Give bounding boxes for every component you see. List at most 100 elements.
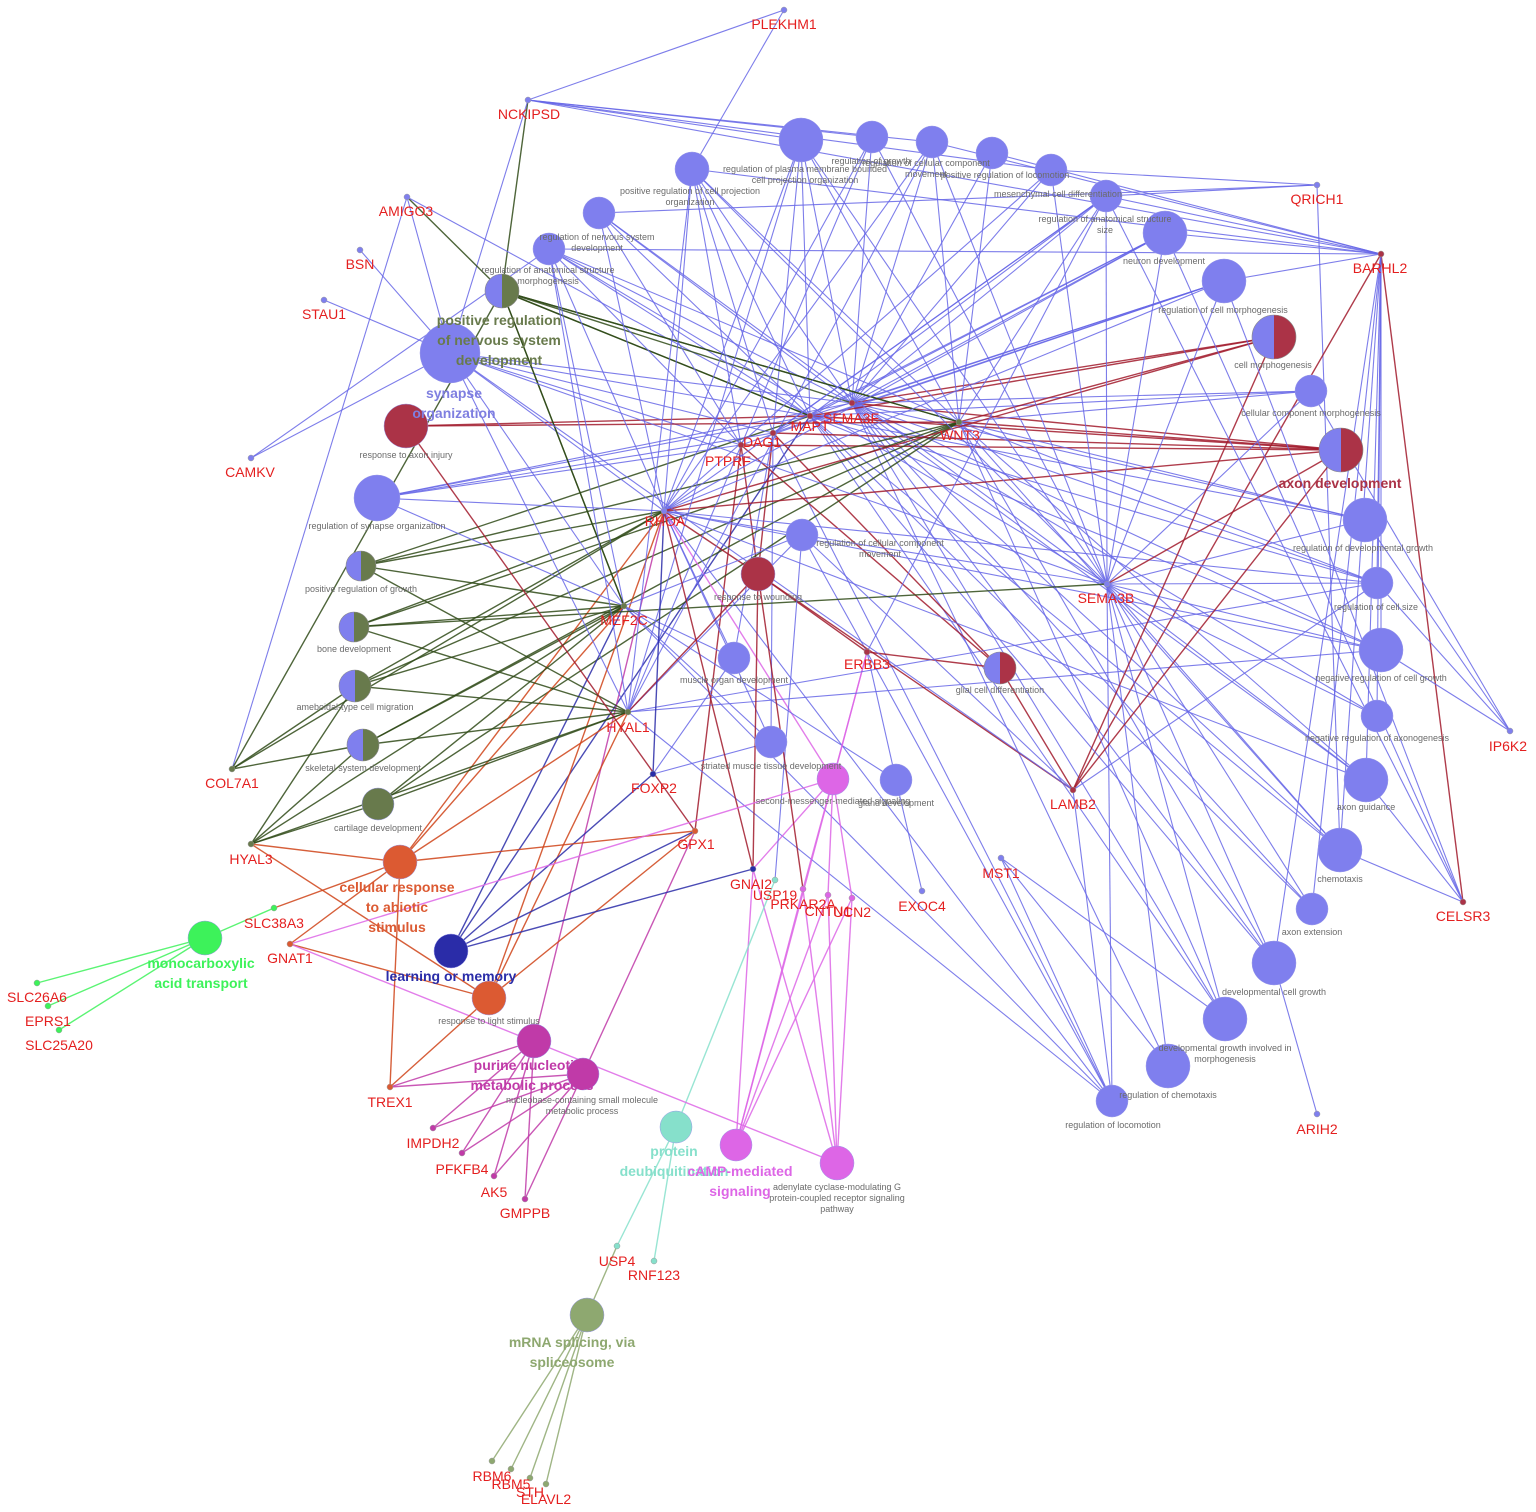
gene-node-rnf123[interactable] [650, 1257, 658, 1265]
term-node-gland-development[interactable] [879, 763, 913, 797]
term-node-nucleobase-containing-small-molecule-metabolic-process[interactable] [566, 1057, 600, 1091]
term-node-striated-muscle-tissue-development[interactable] [754, 725, 788, 759]
term-node-axon-development[interactable] [1318, 427, 1364, 473]
gene-node-gnat1[interactable] [286, 940, 294, 948]
term-node-bone-development[interactable] [338, 611, 370, 643]
gene-node-ucn2[interactable] [848, 894, 856, 902]
gene-node-usp4[interactable] [613, 1242, 621, 1250]
term-node-regulation-of-synapse-organization[interactable] [353, 474, 401, 522]
term-node-protein-deubiquitination[interactable] [659, 1110, 693, 1144]
gene-node-rbm5[interactable] [507, 1465, 515, 1473]
gene-node-nckipsd[interactable] [524, 96, 532, 104]
term-node-positive-regulation-of-growth[interactable] [345, 550, 377, 582]
gene-node-foxp2[interactable] [649, 770, 657, 778]
gene-node-erbb3[interactable] [863, 648, 871, 656]
term-node-cartilage-development[interactable] [361, 787, 395, 821]
term-node-regulation-of-plasma-membrane-bounded-cell-projection-organization[interactable] [674, 151, 710, 187]
term-node-mrna-splicing-via-spliceosome[interactable] [569, 1297, 605, 1333]
gene-node-impdh2[interactable] [429, 1124, 437, 1132]
gene-node-wnt3[interactable] [955, 418, 963, 426]
term-node-positive-regulation-of-nervous-system-development[interactable] [484, 273, 520, 309]
gene-node-eprs1[interactable] [44, 1002, 52, 1010]
gene-node-celsr3[interactable] [1459, 898, 1467, 906]
gene-node-sema3f[interactable] [848, 399, 856, 407]
term-node-axon-guidance[interactable] [1343, 757, 1389, 803]
gene-node-slc38a3[interactable] [270, 904, 278, 912]
gene-node-lamb2[interactable] [1069, 786, 1077, 794]
gene-node-rhoa[interactable] [660, 507, 668, 515]
term-node-ameboidal-type-cell-migration[interactable] [338, 669, 372, 703]
gene-node-pfkfb4[interactable] [458, 1149, 466, 1157]
gene-node-usp19[interactable] [771, 876, 779, 884]
term-node-mesenchymal-cell-differentiation[interactable] [975, 136, 1009, 170]
term-node-developmental-growth-involved-in-morphogenesis[interactable] [1202, 996, 1248, 1042]
term-node-axon-extension[interactable] [1295, 892, 1329, 926]
term-node-positive-regulation-of-cell-projection-organization[interactable] [582, 196, 616, 230]
gene-node-arih2[interactable] [1313, 1110, 1321, 1118]
term-node-cellular-component-morphogenesis[interactable] [1251, 314, 1297, 360]
term-node-regulation-of-cell-size[interactable] [1360, 566, 1394, 600]
term-node-regulation-of-nervous-system-development[interactable] [532, 232, 566, 266]
term-node-cellular-response-to-abiotic-stimulus[interactable] [382, 844, 418, 880]
term-node-negative-regulation-of-cell-growth[interactable] [1358, 627, 1404, 673]
gene-node-rbm6[interactable] [488, 1457, 496, 1465]
gene-node-mapt[interactable] [806, 412, 814, 420]
gene-node-prkar2a[interactable] [799, 885, 807, 893]
term-node-second-messenger-mediated-signaling[interactable] [816, 762, 850, 796]
gene-node-barhl2[interactable] [1377, 250, 1385, 258]
term-node-regulation-of-locomotion[interactable] [1095, 1084, 1129, 1118]
gene-node-col7a1[interactable] [228, 765, 236, 773]
term-node-regulation-of-developmental-growth[interactable] [1342, 497, 1388, 543]
term-node-monocarboxylic-acid-transport[interactable] [187, 920, 223, 956]
gene-node-exoc4[interactable] [918, 887, 926, 895]
term-node-purine-nucleotide-metabolic-process[interactable] [516, 1023, 552, 1059]
term-node-learning-or-memory[interactable] [433, 933, 469, 969]
gene-node-ptprf[interactable] [737, 441, 745, 449]
term-node-chemotaxis[interactable] [1317, 827, 1363, 873]
gene-node-trex1[interactable] [386, 1083, 394, 1091]
gene-node-plekhm1[interactable] [780, 6, 788, 14]
gene-node-slc25a20[interactable] [55, 1026, 63, 1034]
gene-node-ip6k2[interactable] [1506, 727, 1514, 735]
gene-node-gpx1[interactable] [691, 827, 699, 835]
gene-node-mst1[interactable] [997, 854, 1005, 862]
term-node-regulation-of-cellular-component-movement[interactable] [785, 518, 819, 552]
term-node-regulation-of-chemotaxis[interactable] [1145, 1043, 1191, 1089]
term-node-positive-regulation-of-locomotion[interactable] [915, 125, 949, 159]
term-node-regulation-of-anatomical-structure-size[interactable] [1034, 153, 1068, 187]
term-node-response-to-wounding[interactable] [740, 556, 776, 592]
term-node-regulation-of-growth[interactable] [778, 117, 824, 163]
gene-node-dag1[interactable] [769, 429, 777, 437]
gene-node-cntn1[interactable] [824, 891, 832, 899]
term-node-glial-cell-differentiation[interactable] [983, 651, 1017, 685]
term-node-skeletal-system-development[interactable] [346, 728, 380, 762]
gene-node-bsn[interactable] [356, 246, 364, 254]
gene-node-elavl2[interactable] [542, 1480, 550, 1488]
gene-node-slc26a6[interactable] [33, 979, 41, 987]
term-node-cell-morphogenesis[interactable] [1201, 258, 1247, 304]
term-node-regulation-of-axonogenesis[interactable] [1294, 374, 1328, 408]
term-node-muscle-organ-development[interactable] [717, 641, 751, 675]
gene-node-sema3b[interactable] [1103, 580, 1111, 588]
gene-node-hyal1[interactable] [624, 708, 632, 716]
term-node-response-to-axon-injury[interactable] [383, 403, 429, 449]
term-node-response-to-light-stimulus[interactable] [471, 980, 507, 1016]
term-node-adenylate-cyclase-modulating-g-protein-coupled-receptor-signaling-pathway[interactable] [819, 1145, 855, 1181]
gene-node-mef2c[interactable] [620, 602, 628, 610]
term-node-camp-mediated-signaling[interactable] [719, 1128, 753, 1162]
term-node-regulation-of-cellular-component-movement[interactable] [855, 120, 889, 154]
gene-node-sth[interactable] [526, 1474, 534, 1482]
gene-node-hyal3[interactable] [247, 840, 255, 848]
term-node-synapse-organization[interactable] [419, 322, 481, 384]
term-node-developmental-cell-growth[interactable] [1251, 940, 1297, 986]
gene-node-ak5[interactable] [490, 1172, 498, 1180]
gene-node-camkv[interactable] [247, 454, 255, 462]
gene-node-gmppb[interactable] [521, 1195, 529, 1203]
term-node-regulation-of-cell-morphogenesis[interactable] [1142, 210, 1188, 256]
gene-node-amigo3[interactable] [403, 193, 411, 201]
gene-node-qrich1[interactable] [1313, 181, 1321, 189]
gene-node-stau1[interactable] [320, 296, 328, 304]
term-node-negative-regulation-of-axonogenesis[interactable] [1360, 699, 1394, 733]
gene-node-gnai2[interactable] [749, 865, 757, 873]
term-node-neuron-development[interactable] [1089, 179, 1123, 213]
